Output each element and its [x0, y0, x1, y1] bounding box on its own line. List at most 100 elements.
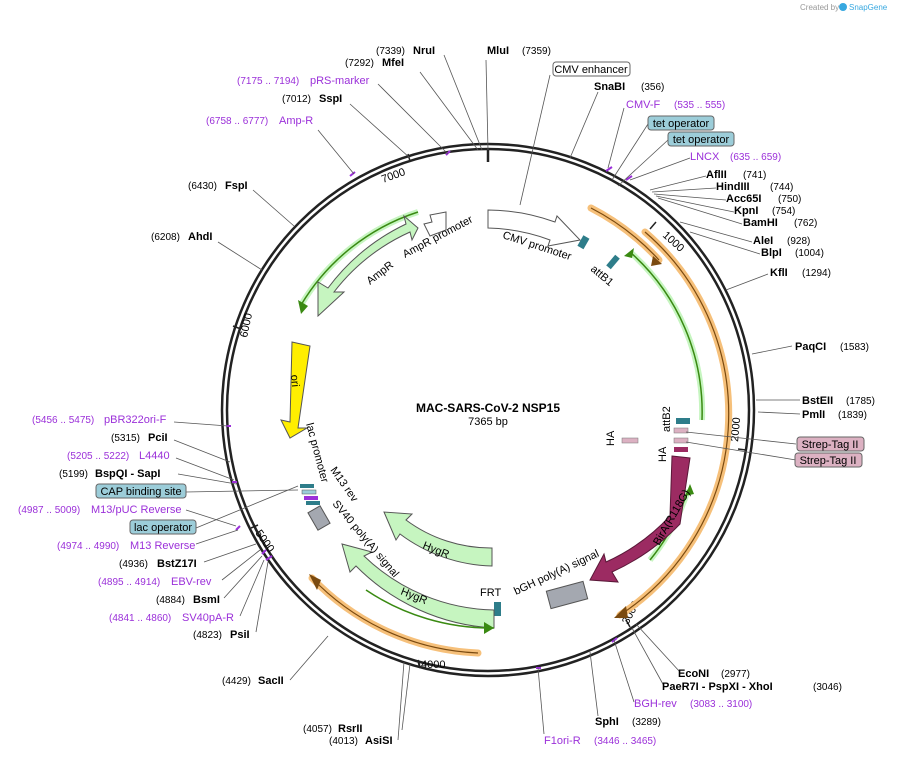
callout-strep-tag-1-box [796, 436, 865, 452]
site-xhoi-pos: (3046) [813, 682, 842, 693]
leader-snabi [569, 91, 599, 159]
leader-psii [255, 561, 269, 633]
leader-rsrii [401, 663, 411, 731]
tick-label-6000: 6000 [238, 312, 255, 338]
lac-marker-1 [300, 484, 314, 488]
site-rsrii: RsrII [338, 723, 362, 735]
leader-cmv-f [607, 107, 625, 169]
site-kpni: KpnI [734, 205, 758, 217]
callout-tet-operator-2: tet operator [673, 134, 730, 146]
leader-cmv-enhancer [519, 74, 551, 206]
green-band-mid-arrow-icon [685, 484, 694, 496]
leader-hindiii [651, 187, 717, 193]
site-bstz17i: BstZ17I [157, 558, 197, 570]
site-sphi-pos: (3289) [632, 717, 661, 728]
leader-sv40pa-r [239, 559, 265, 617]
leader-sacii [289, 635, 329, 681]
lac-marker-4 [306, 501, 320, 505]
green-band-right-arrow-icon [624, 248, 634, 258]
leader-bspqi [177, 473, 237, 485]
feature-ampr: AmpR [364, 259, 396, 287]
primer-bgh-rev-pos: (3083 .. 3100) [690, 699, 752, 710]
orange-band-1-arrow-icon [651, 256, 662, 266]
site-bamhi-pos: (762) [794, 218, 817, 229]
plasmid-title: MAC-SARS-CoV-2 NSP15 [416, 401, 560, 415]
strep-marker-1 [673, 427, 689, 434]
leader-lines [173, 54, 801, 741]
leader-asisi [397, 661, 405, 741]
site-snabi-pos: (356) [641, 82, 664, 93]
site-kpni-pos: (754) [772, 206, 795, 217]
site-psii-pos: (4823) [193, 630, 222, 641]
leader-alei [679, 221, 753, 243]
leader-nrui [443, 54, 483, 151]
primer-cmv-f-pos: (535 .. 555) [674, 100, 725, 111]
bgh-polya-box [545, 580, 589, 610]
site-bspqi: BspQI - SapI [95, 468, 160, 480]
tick-3000 [625, 619, 631, 628]
green-band-right [628, 249, 706, 421]
site-hindiii: HindIII [716, 181, 750, 193]
primer-prs-marker: pRS-marker [310, 75, 370, 87]
site-mfei-pos: (7292) [345, 58, 374, 69]
tick-1000 [649, 221, 657, 230]
primer-mark-amp-r [349, 171, 356, 177]
leader-paqci [751, 345, 793, 355]
tick-label-7000: 7000 [380, 166, 407, 186]
leader-strep1 [685, 431, 797, 445]
site-sspi-pos: (7012) [282, 94, 311, 105]
primer-m13-reverse: M13 Reverse [130, 540, 195, 552]
callout-strep-tag-2: Strep-Tag II [800, 455, 857, 467]
site-paqci-pos: (1583) [840, 342, 869, 353]
feature-ori: ori [288, 374, 301, 387]
primer-pbr322ori-f: pBR322ori-F [104, 414, 167, 426]
leader-ebv-rev [221, 549, 261, 581]
primer-bgh-rev: BGH-rev [634, 698, 677, 710]
callout-strep-tag-1: Strep-Tag II [802, 439, 859, 451]
sv40-polya-box [307, 505, 331, 531]
leader-econi [635, 623, 681, 673]
leader-bstz17i [203, 543, 257, 563]
leader-xhoi [631, 627, 665, 687]
site-pcii-pos: (5315) [111, 433, 140, 444]
feature-ha-left: HA [605, 430, 617, 446]
site-sspi: SspI [319, 93, 342, 105]
site-ahdi-pos: (6208) [151, 232, 180, 243]
leader-pmli [757, 411, 801, 415]
leader-bamhi [657, 197, 743, 225]
site-kfli-pos: (1294) [802, 268, 831, 279]
attb2-marker [676, 418, 690, 424]
site-pmli-pos: (1839) [838, 410, 867, 421]
site-mlui: MluI [487, 45, 509, 57]
primer-amp-r: Amp-R [279, 115, 313, 127]
site-pmli: PmlI [802, 409, 825, 421]
leader-amp-r [317, 129, 355, 175]
leader-pbr322ori [173, 421, 229, 427]
callout-tet-operator-2-box [667, 131, 735, 147]
tick-4000 [417, 659, 421, 669]
frt-marker [494, 602, 501, 616]
hygr-arrow-lower [341, 543, 495, 629]
site-snabi: SnaBI [594, 81, 625, 93]
cmv-promoter-arrow [487, 209, 582, 247]
orange-band-2-line [619, 231, 730, 616]
callout-lac-operator: lac operator [134, 522, 192, 534]
site-econi: EcoNI [678, 668, 709, 680]
orange-band-1-line [590, 207, 660, 261]
site-acc65i: Acc65I [726, 193, 761, 205]
site-asisi-pos: (4013) [329, 736, 358, 747]
primer-ebv-rev: EBV-rev [171, 576, 212, 588]
leader-kfli [725, 273, 769, 291]
ha-marker-right [674, 447, 688, 452]
site-fspi: FspI [225, 180, 248, 192]
leader-prs-marker [377, 83, 449, 155]
snapgene-logo-icon [839, 3, 847, 11]
feature-lac-promoter: lac promoter [303, 422, 331, 484]
ha-marker-left [621, 437, 639, 444]
primer-l4440-pos: (5205 .. 5222) [67, 451, 129, 462]
feature-ha-right: HA [657, 446, 669, 462]
site-fspi-pos: (6430) [188, 181, 217, 192]
bira-arrow [589, 455, 691, 583]
leader-aflii [649, 175, 707, 191]
